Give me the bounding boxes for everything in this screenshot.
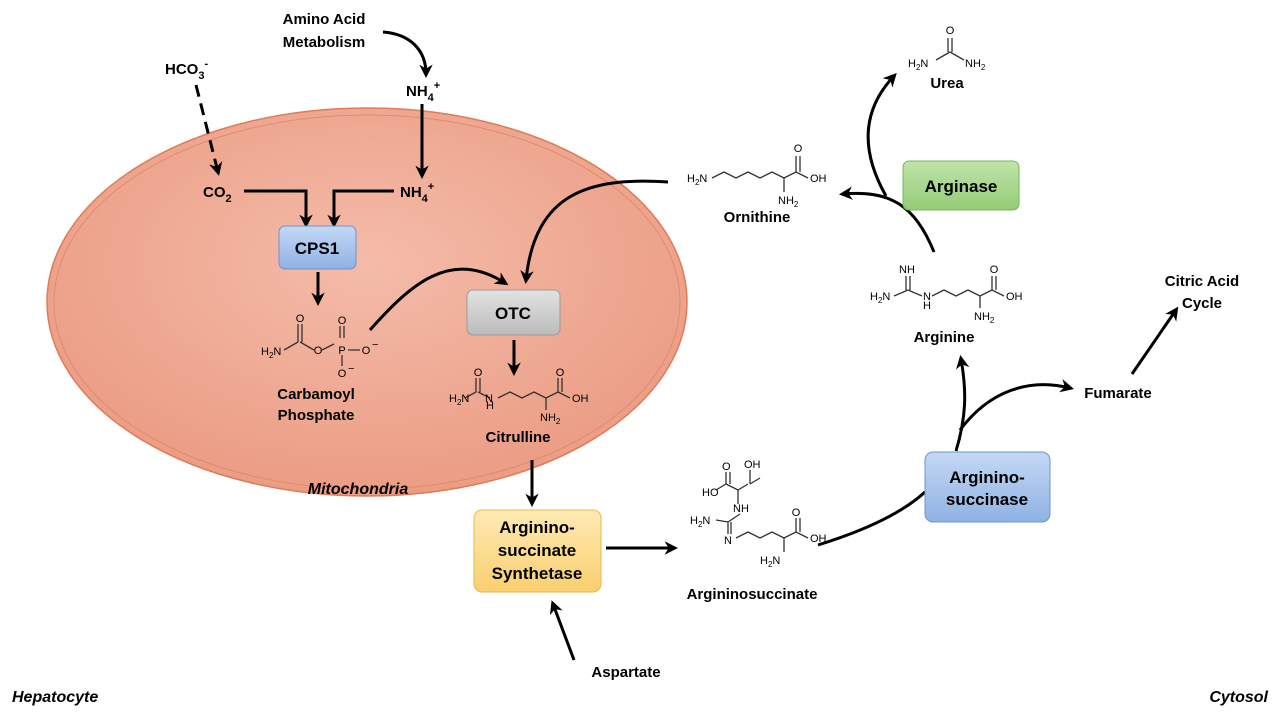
svg-text:NH: NH — [899, 264, 915, 276]
svg-text:NH2: NH2 — [965, 58, 986, 72]
arrow-fumarate-to-tca — [1130, 306, 1179, 375]
arrow-asl-to-fumarate — [958, 379, 1074, 431]
svg-text:H: H — [486, 400, 494, 412]
hepatocyte-label: Hepatocyte — [12, 689, 98, 706]
enzyme-otc: OTC — [466, 289, 561, 336]
svg-text:P: P — [338, 345, 345, 357]
enzyme-ass-label-2: succinate — [498, 541, 576, 560]
arrow-ornithine-to-otc — [520, 179, 669, 285]
enzyme-arginase-label: Arginase — [925, 177, 998, 196]
urea-label: Urea — [930, 75, 964, 92]
svg-text:NH2: NH2 — [778, 195, 799, 209]
enzyme-cps1: CPS1 — [278, 225, 357, 270]
svg-text:OH: OH — [744, 459, 761, 471]
svg-text:HO: HO — [702, 487, 719, 499]
mitochondria-inner-membrane — [53, 114, 681, 490]
svg-text:H2N: H2N — [261, 346, 281, 360]
svg-text:O: O — [990, 264, 999, 276]
amino-acid-metabolism-label-1: Amino Acid — [283, 11, 366, 28]
svg-text:O: O — [314, 345, 323, 357]
svg-text:O: O — [362, 345, 371, 357]
arrow-aa-to-nh4 — [382, 30, 433, 79]
ornithine-label: Ornithine — [724, 209, 791, 226]
arrow-nh4-to-cps1 — [327, 189, 394, 229]
svg-text:NH4+: NH4+ — [406, 80, 440, 104]
svg-text:HCO3-: HCO3- — [165, 58, 208, 82]
arginine-structure: NH O H2N N H OH NH2 — [870, 264, 1023, 325]
svg-text:H2N: H2N — [908, 58, 928, 72]
enzyme-argininosuccinate-synthetase: Arginino- succinate Synthetase — [473, 509, 602, 593]
ornithine-structure: O H2N OH NH2 — [687, 143, 827, 209]
citric-acid-cycle-label-2: Cycle — [1182, 295, 1222, 312]
svg-text:NH4+: NH4+ — [400, 181, 434, 205]
fumarate-label: Fumarate — [1084, 385, 1152, 402]
citrulline-structure: O O H2N H N OH NH2 — [449, 367, 589, 426]
svg-text:O: O — [556, 367, 565, 379]
enzyme-cps1-label: CPS1 — [295, 239, 339, 258]
citrulline-label: Citrulline — [485, 429, 550, 446]
hco3-label: HCO3- — [165, 58, 208, 82]
svg-text:NH2: NH2 — [540, 412, 561, 426]
nh4-mito-label: NH4+ — [400, 181, 434, 205]
carbamoyl-phosphate-label-2: Phosphate — [278, 407, 355, 424]
svg-text:OH: OH — [1006, 291, 1023, 303]
svg-text:NH2: NH2 — [974, 311, 995, 325]
cytosol-label: Cytosol — [1209, 689, 1268, 706]
amino-acid-metabolism-label-2: Metabolism — [283, 34, 366, 51]
co2-label: CO2 — [203, 184, 232, 205]
arrow-aspartate-to-ass — [549, 600, 576, 661]
svg-text:H2N: H2N — [760, 555, 780, 569]
argininosuccinate-label: Argininosuccinate — [687, 586, 818, 603]
mitochondria-label: Mitochondria — [308, 481, 409, 498]
arrow-hco3-to-co2 — [194, 84, 223, 176]
enzyme-asl-label-2: succinase — [946, 490, 1028, 509]
svg-text:O: O — [338, 368, 347, 380]
svg-text:O: O — [338, 315, 347, 327]
svg-text:H2N: H2N — [449, 393, 469, 407]
mitochondria-membrane — [46, 107, 688, 497]
citric-acid-cycle-label-1: Citric Acid — [1165, 273, 1239, 290]
urea-structure: O H2N NH2 — [908, 25, 986, 72]
enzyme-asl-label-1: Arginino- — [949, 468, 1025, 487]
svg-text:OH: OH — [810, 533, 827, 545]
svg-text:H2N: H2N — [687, 173, 707, 187]
enzyme-argininosuccinase: Arginino- succinase — [924, 451, 1051, 523]
svg-text:OH: OH — [572, 393, 589, 405]
carbamoyl-phosphate-structure: O H2N O P O O − O − — [261, 313, 378, 380]
svg-text:NH: NH — [733, 503, 749, 515]
svg-text:H2N: H2N — [690, 515, 710, 529]
enzyme-ass-label-1: Arginino- — [499, 518, 575, 537]
svg-text:N: N — [724, 535, 732, 547]
svg-text:O: O — [792, 507, 801, 519]
arrow-arginine-to-ornithine — [838, 186, 936, 253]
enzyme-otc-label: OTC — [495, 304, 531, 323]
svg-text:O: O — [474, 367, 483, 379]
svg-text:O: O — [722, 461, 731, 473]
svg-text:N: N — [485, 393, 493, 405]
arrow-argsucc-to-asl — [817, 490, 927, 547]
svg-text:−: − — [372, 339, 378, 351]
nh4-cytosol-label: NH4+ — [406, 80, 440, 104]
svg-text:−: − — [348, 363, 354, 375]
svg-text:CO2: CO2 — [203, 184, 232, 205]
svg-text:O: O — [794, 143, 803, 155]
carbamoyl-phosphate-label-1: Carbamoyl — [277, 386, 355, 403]
svg-text:N: N — [923, 291, 931, 303]
arrow-carbamoyl-to-otc — [368, 267, 509, 331]
svg-text:H: H — [923, 300, 931, 312]
arrow-asl-to-arginine — [954, 355, 970, 452]
svg-text:OH: OH — [810, 173, 827, 185]
aspartate-label: Aspartate — [591, 664, 660, 681]
arrow-to-urea — [866, 73, 897, 197]
svg-text:O: O — [946, 25, 955, 37]
enzyme-arginase: Arginase — [902, 160, 1020, 211]
svg-text:H2N: H2N — [870, 291, 890, 305]
arrow-co2-to-cps1 — [244, 189, 313, 229]
svg-text:O: O — [296, 313, 305, 325]
enzyme-ass-label-3: Synthetase — [492, 564, 583, 583]
arginine-label: Arginine — [914, 329, 975, 346]
argininosuccinate-structure: OH HO O NH H2N N O OH H2N — [690, 459, 827, 569]
